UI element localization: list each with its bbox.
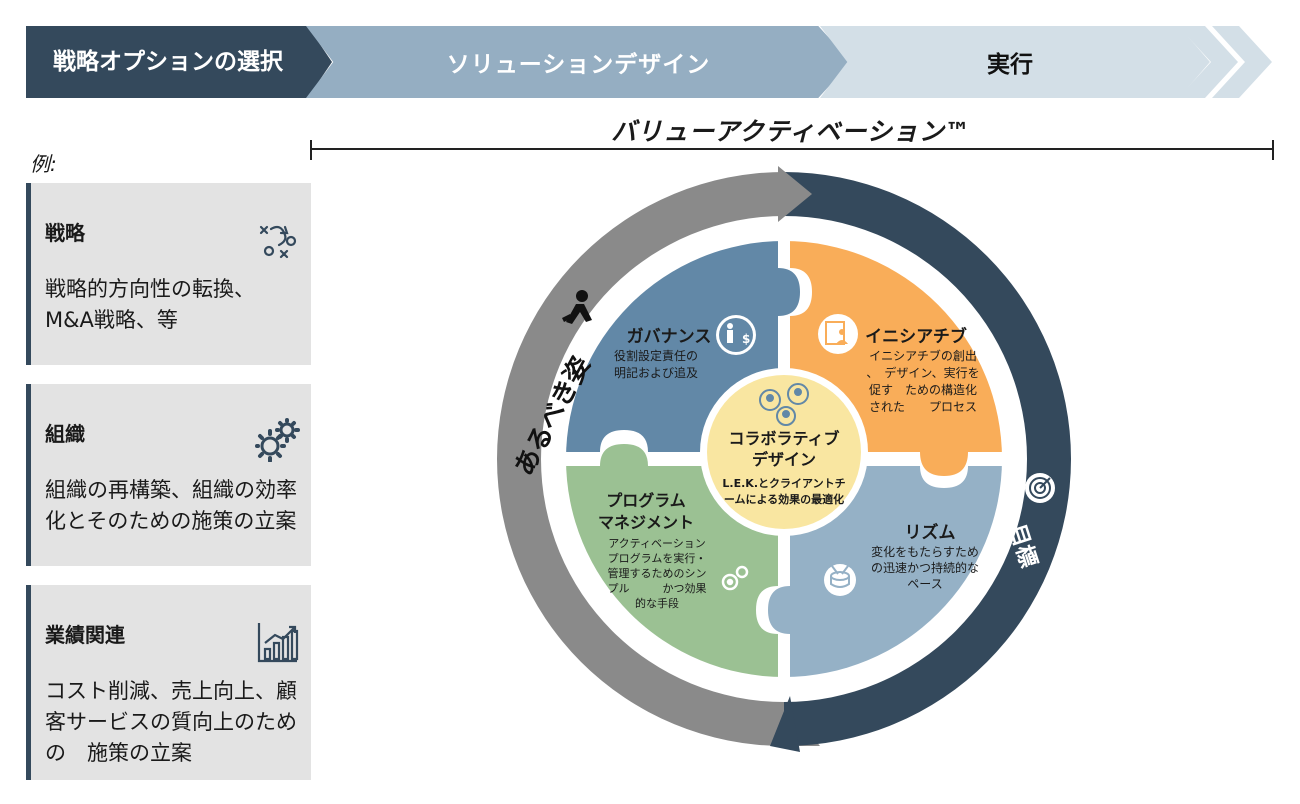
- description-line: 的な手段: [635, 597, 679, 610]
- title-line: プログラム: [606, 491, 686, 510]
- team-icon: [759, 383, 809, 426]
- description-line: 変化をもたらすため: [871, 545, 979, 559]
- drum-icon: [824, 564, 856, 596]
- gears-icon: [255, 418, 300, 462]
- program-management-description: アクティベーション プログラムを実行・ 管理するためのシン プル かつ効果 的な…: [594, 536, 720, 611]
- description-line: イニシアチブの創出: [869, 349, 977, 363]
- strategy-play-icon: [259, 225, 297, 259]
- description-line: された プロセス: [868, 400, 977, 414]
- value-activation-bracket: [310, 140, 1274, 160]
- value-activation-title: バリューアクティベーション™: [611, 117, 971, 146]
- process-step-strategy-options: 戦略オプションの選択: [26, 26, 332, 98]
- gears-icon: [721, 565, 749, 591]
- card-description: 組織の再構築、組織の効率化とそのための施策の立案: [45, 478, 297, 533]
- process-step-label: ソリューションデザイン: [446, 52, 711, 78]
- governance-title: ガバナンス: [626, 327, 712, 347]
- outer-ring-right-arc: [784, 172, 1071, 746]
- description-line: L.E.K.とクライアントチ: [722, 477, 846, 490]
- svg-text:$: $: [742, 332, 750, 346]
- description-line: 促す ための構造化: [868, 383, 977, 397]
- collaborative-design-title: コラボラティブ デザイン: [714, 428, 854, 470]
- process-step-solution-design: ソリューションデザイン: [306, 26, 851, 98]
- governance-description: 役割設定責任の 明記および追及: [596, 348, 716, 382]
- person-dollar-icon: $: [716, 315, 756, 355]
- target-icon: [1025, 473, 1055, 503]
- initiative-title: イニシアチブ: [865, 327, 967, 347]
- runner-icon: [562, 290, 592, 324]
- description-line: アクティベーション: [608, 537, 706, 550]
- card-description: 戦略的方向性の転換、M&A戦略、等: [45, 277, 255, 332]
- card-title: 業績関連: [45, 623, 125, 647]
- description-line: ペース: [907, 577, 943, 591]
- description-line: プル かつ効果: [607, 582, 707, 595]
- outer-ring-left-arc: [497, 172, 820, 746]
- description-line: 、 デザイン、実行を: [866, 366, 980, 380]
- example-card-strategy: 戦略 戦略的方向性の転換、M&A戦略、等: [26, 183, 311, 365]
- description-line: の迅速かつ持続的な: [870, 561, 979, 575]
- description-line: 役割設定責任の: [613, 349, 698, 363]
- card-description: コスト削減、売上向上、顧客サービスの質向上のための 施策の立案: [45, 679, 297, 765]
- example-card-organization: 組織 組織の再構築、組織の効率化とそのための施策の立案: [26, 384, 311, 566]
- rhythm-description: 変化をもたらすため の迅速かつ持続的な ペース: [860, 544, 990, 592]
- collaborative-design-description: L.E.K.とクライアントチ ームによる効果の最適化: [710, 476, 858, 508]
- presenter-icon: [818, 314, 858, 354]
- description-line: プログラムを実行・: [607, 552, 707, 565]
- card-title: 戦略: [45, 221, 85, 245]
- process-step-label: 戦略オプションの選択: [53, 49, 283, 75]
- title-line: デザイン: [751, 450, 816, 469]
- example-label: 例:: [30, 152, 57, 176]
- description-line: 管理するためのシン: [607, 567, 707, 580]
- program-management-title: プログラム マネジメント: [576, 490, 716, 534]
- outer-ring-arrow-head: [770, 696, 800, 752]
- description-line: 明記および追及: [613, 366, 698, 380]
- process-step-execution: 実行: [820, 26, 1210, 98]
- description-line: ームによる効果の最適化: [723, 493, 845, 506]
- card-title: 組織: [45, 422, 85, 446]
- outer-ring-arrow-head: [778, 166, 812, 222]
- initiative-description: イニシアチブの創出 、 デザイン、実行を 促す ための構造化 された プロセス: [858, 348, 988, 416]
- example-card-performance: 業績関連 コスト削減、売上向上、顧客サービスの質向上のための 施策の立案: [26, 585, 311, 780]
- rhythm-title: リズム: [904, 523, 956, 543]
- title-line: マネジメント: [597, 513, 694, 532]
- title-line: コラボラティブ: [728, 429, 840, 448]
- bar-chart-icon: [257, 623, 299, 663]
- process-step-label: 実行: [987, 52, 1033, 78]
